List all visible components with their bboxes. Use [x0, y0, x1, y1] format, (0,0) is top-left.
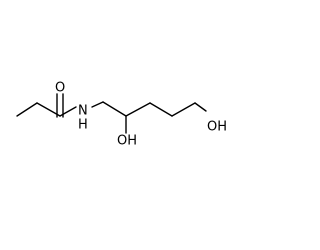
amide-nitrogen-label: N	[78, 104, 88, 119]
bond-ethyl-ch3-ch2	[16, 102, 38, 117]
bond-ch2-terminal-oh	[194, 102, 207, 112]
bond-ch2-ch2oh	[171, 102, 196, 117]
bond-ch2-choh	[102, 101, 127, 117]
secondary-hydroxyl-label: OH	[117, 134, 137, 149]
molecule-structure-diagram: O N H OH OH	[16, 81, 227, 149]
bond-choh-ch2-a	[125, 102, 151, 117]
bond-ch2-carbonyl	[36, 102, 61, 117]
bond-nitrogen-ch2	[91, 101, 104, 108]
amide-hydrogen-label: H	[78, 118, 88, 133]
bond-ch2-ch2	[149, 102, 173, 117]
carbonyl-oxygen-label: O	[55, 81, 65, 96]
bond-carbonyl-nitrogen	[59, 106, 77, 117]
terminal-hydroxyl-label: OH	[207, 120, 227, 135]
